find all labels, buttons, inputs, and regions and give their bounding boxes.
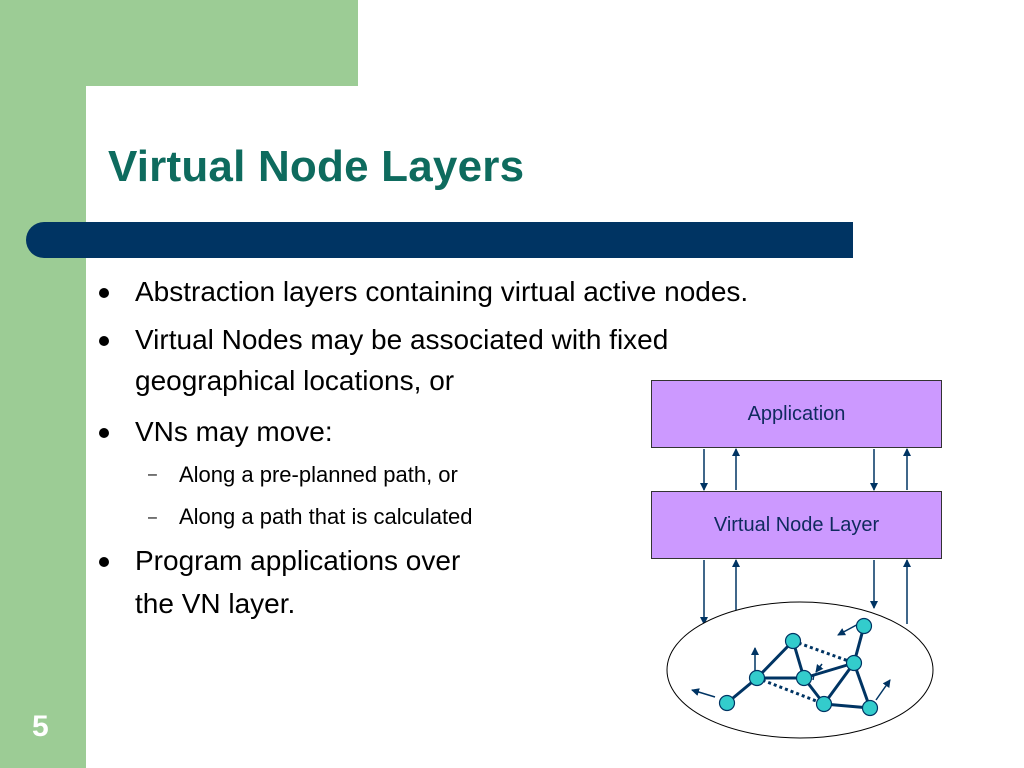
background-green-sidebar <box>0 0 86 768</box>
bullet-dot <box>99 336 109 346</box>
slide-title: Virtual Node Layers <box>108 142 525 191</box>
bullet-dot <box>99 288 109 298</box>
application-label: Application <box>747 402 846 425</box>
bullet-1-line-1: Abstraction layers containing virtual ac… <box>135 276 749 307</box>
network-node <box>748 669 766 687</box>
sub-bullet-dash: – <box>148 509 157 526</box>
sub-bullet-2: Along a path that is calculated <box>179 504 473 529</box>
virtual-node-layer-box: Virtual Node Layer <box>651 491 942 559</box>
network-dotted-links <box>756 639 855 706</box>
bullet-2-line-2: geographical locations, or <box>135 365 455 396</box>
page-number: 5 <box>32 710 49 743</box>
background-content-corner <box>86 86 206 206</box>
application-box: Application <box>651 380 942 448</box>
physical-network-ellipse <box>666 601 934 739</box>
network-node <box>861 699 879 717</box>
layer-arrows-upper <box>700 448 911 491</box>
virtual-node-layer-label: Virtual Node Layer <box>713 513 880 536</box>
sub-bullet-1: Along a pre-planned path, or <box>179 462 458 487</box>
title-underline-bar <box>26 222 853 258</box>
bullet-3-line-1: VNs may move: <box>135 416 333 447</box>
movement-arrows <box>691 621 891 701</box>
network-node <box>815 695 833 713</box>
sub-bullet-dash: – <box>148 466 157 483</box>
network-nodes <box>718 617 879 717</box>
bullet-4-line-2: the VN layer. <box>135 588 296 619</box>
bullet-dot <box>99 557 109 567</box>
bullet-2-line-1: Virtual Nodes may be associated with fix… <box>135 324 669 355</box>
bullet-4-line-1: Program applications over <box>135 545 461 576</box>
network-node <box>845 654 863 672</box>
network-node <box>784 632 802 650</box>
bullet-dot <box>99 428 109 438</box>
network-node <box>718 694 736 712</box>
network-node <box>855 617 873 635</box>
layer-arrows-lower <box>700 559 911 625</box>
network-node <box>795 669 813 687</box>
